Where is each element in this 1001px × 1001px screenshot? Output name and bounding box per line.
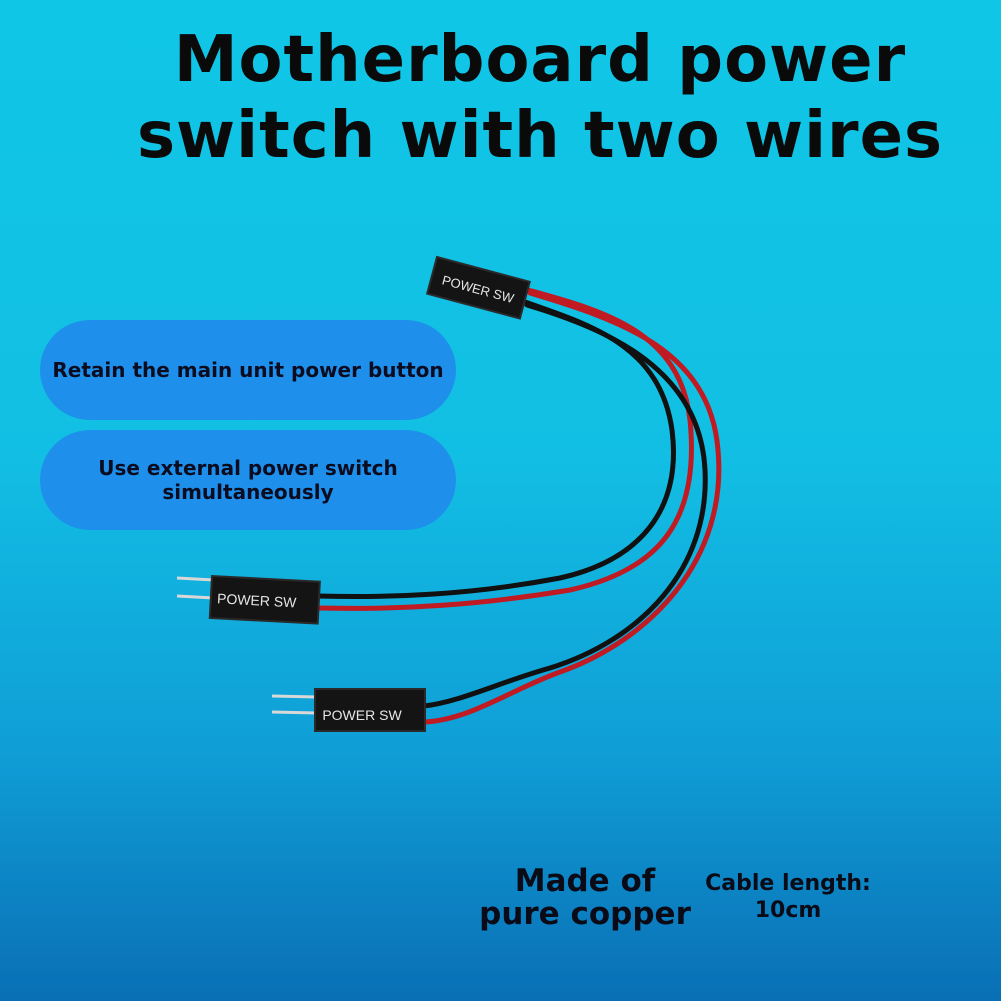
feature-text-line-2: simultaneously — [162, 480, 334, 504]
feature-text-line-1: Use external power switch — [98, 456, 398, 480]
material-line-1: Made of — [514, 863, 656, 899]
cable-wires — [315, 287, 722, 725]
connector-pin — [176, 576, 215, 582]
black-wire-branch-2 — [421, 302, 708, 709]
connector-bottom: POWER SW — [271, 688, 426, 732]
material-callout: Made of pure copper — [470, 865, 700, 931]
black-wire-branch-1 — [315, 299, 676, 600]
feature-pill-retain-button: Retain the main unit power button — [40, 320, 456, 420]
cable-length-line-2: 10cm — [754, 898, 822, 923]
connector-pin — [271, 710, 318, 715]
title-line-1: Motherboard power — [173, 23, 907, 97]
connector-middle: POWER SW — [176, 574, 321, 625]
connector-pin — [271, 694, 318, 699]
feature-pill-external-switch: Use external power switch simultaneously — [40, 430, 456, 530]
connector-top: POWER SW — [425, 255, 531, 320]
page-title: Motherboard power switch with two wires — [120, 22, 960, 174]
title-line-2: switch with two wires — [136, 99, 944, 173]
cable-length-line-1: Cable length: — [705, 871, 871, 896]
connector-label: POWER SW — [322, 707, 402, 723]
cable-length-callout: Cable length: 10cm — [698, 870, 878, 924]
material-line-2: pure copper — [479, 896, 691, 932]
feature-text: Retain the main unit power button — [52, 358, 444, 382]
red-wire-branch-2 — [421, 290, 722, 725]
connector-pin — [176, 594, 215, 600]
connector-label: POWER SW — [217, 590, 298, 610]
red-wire-branch-1 — [315, 287, 694, 611]
